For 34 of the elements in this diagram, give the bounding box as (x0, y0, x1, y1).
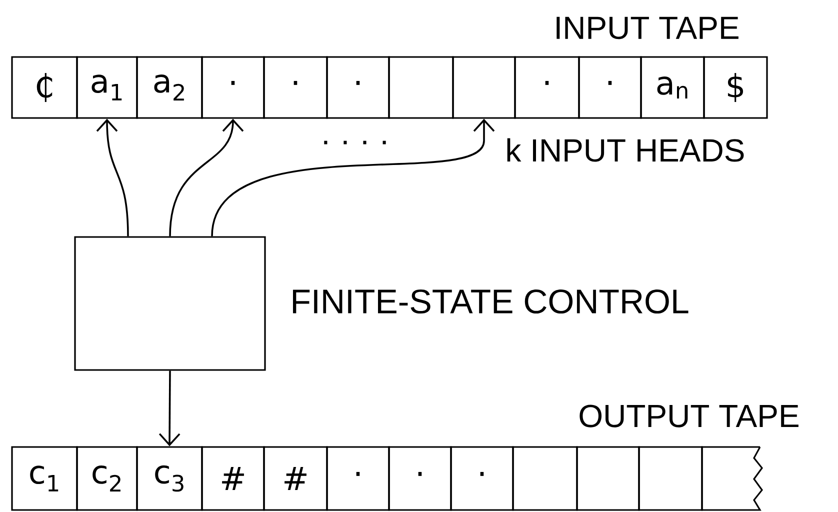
heads-label: k INPUT HEADS (507, 138, 744, 162)
arrow (158, 370, 180, 446)
tape-cell: c$_{2}$ (76, 446, 138, 511)
tape-cell: · (514, 56, 580, 119)
tape-cell: a$_{2}$ (136, 56, 203, 119)
tape-cell (701, 446, 764, 511)
tape-cell: · (326, 446, 390, 511)
tape-cell: a$_{n}$ (640, 56, 705, 119)
tape-title: INPUT TAPE (556, 16, 738, 40)
tape-title: OUTPUT TAPE (580, 404, 798, 428)
tape-cell: c$_{1}$ (11, 446, 78, 511)
tape-cell: # (263, 446, 328, 511)
tape-cell: a$_{1}$ (76, 56, 138, 119)
ellipsis-dots: · · · · (324, 140, 386, 144)
tape-cell (512, 446, 578, 511)
tape-cell: · (263, 56, 328, 119)
tape-cell: $ (703, 56, 768, 119)
tape-cell: · (326, 56, 390, 119)
tape-cell: · (578, 56, 642, 119)
tape-cell (576, 446, 640, 511)
arrow (169, 118, 244, 236)
tape-cell: c$_{3}$ (136, 446, 203, 511)
tape-cell (452, 56, 516, 119)
arrow (211, 118, 495, 236)
tape-cell: # (201, 446, 265, 511)
arrow (96, 118, 129, 236)
tape-cell: · (450, 446, 514, 511)
tape-cell: · (201, 56, 265, 119)
box-label: FINITE-STATE CONTROL (293, 289, 688, 314)
tape-cell (388, 56, 454, 119)
tape-cell: · (388, 446, 452, 511)
control-box (74, 236, 266, 371)
tape-cell: ₵ (11, 56, 78, 119)
tape-cell (638, 446, 703, 511)
